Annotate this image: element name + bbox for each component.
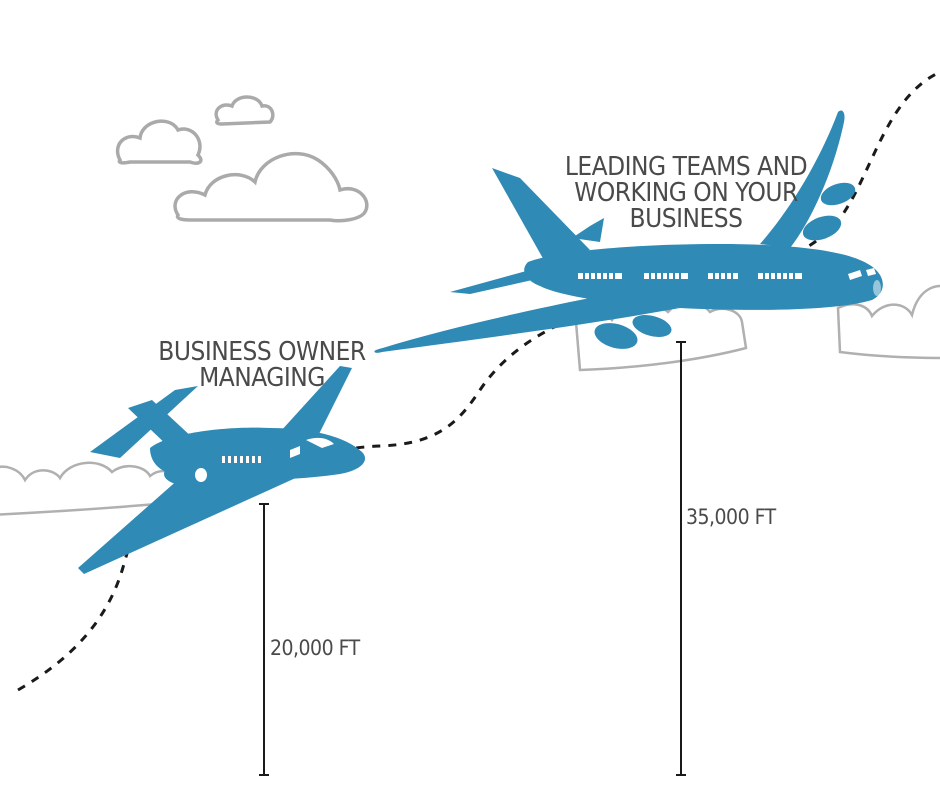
airliner-windows: [578, 268, 881, 296]
cloud-icon: [214, 95, 275, 126]
cloud-icon: [836, 284, 940, 360]
small-plane-label-line1: BUSINESS OWNER: [158, 337, 366, 367]
big-plane-label-line2: WORKING ON YOUR: [574, 178, 798, 208]
altitude-marker-big: [676, 341, 686, 776]
airliner-window-dividers: [583, 273, 795, 279]
small-plane-label-line2: MANAGING: [199, 363, 325, 393]
small-plane-altitude: 20,000 FT: [270, 636, 361, 660]
business-jet-icon: [78, 366, 366, 574]
airliner-icon: [374, 110, 883, 353]
jet-windows: [195, 437, 334, 482]
big-plane-label-line3: BUSINESS: [630, 204, 743, 234]
big-plane-altitude: 35,000 FT: [686, 505, 777, 529]
cloud-icon: [173, 151, 369, 223]
altitude-marker-small: [259, 503, 269, 776]
big-plane-label-line1: LEADING TEAMS AND: [565, 152, 807, 182]
cloud-icon: [115, 119, 203, 165]
